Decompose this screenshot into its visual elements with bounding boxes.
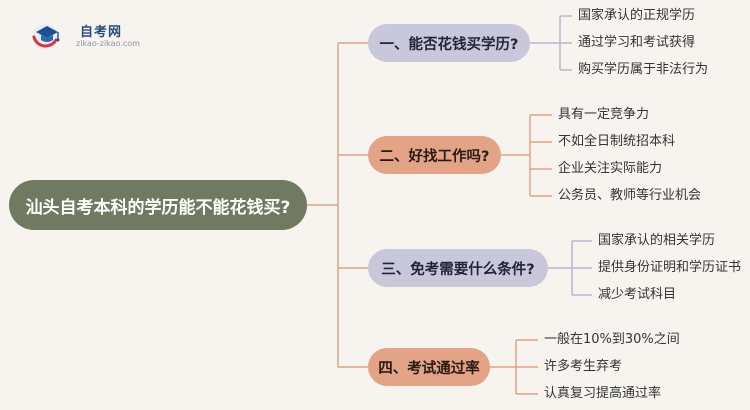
leaf-topic: 许多考生弃考	[544, 359, 623, 374]
leaf-topic: 提供身份证明和学历证书	[598, 260, 742, 275]
root-topic: 汕头自考本科的学历能不能花钱买?	[9, 180, 307, 230]
leaf-topic: 购买学历属于非法行为	[578, 62, 709, 77]
branch-topic-2: 二、好找工作吗?	[368, 136, 501, 174]
branch-topic-4: 四、考试通过率	[368, 348, 490, 386]
leaf-topic: 企业关注实际能力	[558, 161, 663, 176]
leaf-topic: 国家承认的相关学历	[598, 233, 716, 248]
leaf-topic: 具有一定竞争力	[558, 107, 650, 122]
leaf-topic: 不如全日制统招本科	[558, 134, 676, 149]
logo-url: zikao-zikao.com	[76, 39, 140, 48]
site-logo[interactable]: 自考网 zikao-zikao.com	[30, 18, 150, 54]
leaf-topic: 公务员、教师等行业机会	[558, 188, 702, 203]
leaf-topic: 减少考试科目	[598, 287, 677, 302]
graduation-cap-icon	[32, 24, 60, 50]
branch-topic-3: 三、免考需要什么条件?	[368, 249, 548, 287]
leaf-topic: 认真复习提高通过率	[544, 386, 662, 401]
branch-topic-1: 一、能否花钱买学历?	[368, 24, 530, 62]
leaf-topic: 一般在10%到30%之间	[544, 332, 680, 347]
leaf-topic: 国家承认的正规学历	[578, 8, 696, 23]
leaf-topic: 通过学习和考试获得	[578, 35, 696, 50]
logo-title: 自考网	[80, 25, 123, 40]
